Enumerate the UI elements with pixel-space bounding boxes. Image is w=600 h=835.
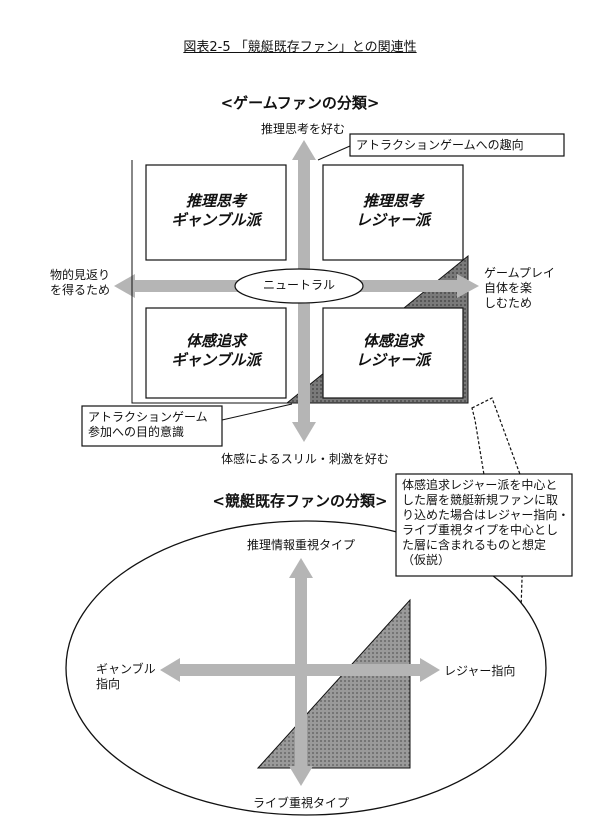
game-axis-top-label: 推理思考を好む — [260, 122, 345, 136]
boat-axis-left-label: ギャンブル 指向 — [96, 662, 156, 691]
boat-axis-right-label: レジャー指向 — [444, 664, 516, 678]
quadrant-box-top-left — [145, 164, 287, 261]
quadrant-label-bottom-right: 体感追求 レジャー派 — [355, 332, 431, 369]
quadrant-box-top-right — [322, 164, 464, 261]
boat-fan-section-title: <競艇既存ファンの分類> — [212, 492, 388, 510]
hypothesis-note-text: 体感追求レジャー派を中心と した層を競艇新規ファンに取 り込めた場合はレジャー指… — [402, 478, 570, 567]
frame-line — [131, 160, 287, 404]
boat-axis-top-label: 推理情報重視タイプ — [246, 538, 355, 552]
callout-pointer-top — [317, 145, 351, 161]
quadrant-box-bottom-left — [145, 307, 287, 399]
game-fan-section-title: <ゲームファンの分類> — [220, 94, 380, 112]
game-axis-right-label: ゲームプレイ 自体を楽 しむため — [484, 266, 555, 310]
quadrant-box-bottom-right — [322, 307, 464, 399]
callout-pointer-bottom — [221, 403, 293, 421]
callout-bottom-text: アトラクションゲーム 参加への目的意識 — [88, 410, 208, 439]
boat-vertical-axis-arrow — [289, 558, 313, 786]
game-axis-bottom-label: 体感によるスリル・刺激を好む — [221, 452, 389, 466]
quadrant-label-bottom-left: 体感追求 ギャンブル派 — [171, 332, 261, 369]
neutral-label: ニュートラル — [262, 278, 335, 292]
game-axis-left-label: 物的見返り を得るため — [50, 268, 111, 297]
figure-title: 図表2-5 「競艇既存ファン」との関連性 — [183, 40, 417, 55]
callout-top-text: アトラクションゲームへの趣向 — [356, 138, 524, 152]
hypothesis-note-box — [395, 473, 573, 577]
quadrant-label-top-left: 推理思考 ギャンブル派 — [171, 192, 261, 229]
callout-box-top — [349, 133, 565, 157]
neutral-ellipse — [234, 268, 364, 304]
callout-box-bottom — [81, 405, 223, 447]
quadrant-label-top-right: 推理思考 レジャー派 — [355, 192, 431, 229]
boat-axis-bottom-label: ライブ重視タイプ — [252, 796, 349, 810]
